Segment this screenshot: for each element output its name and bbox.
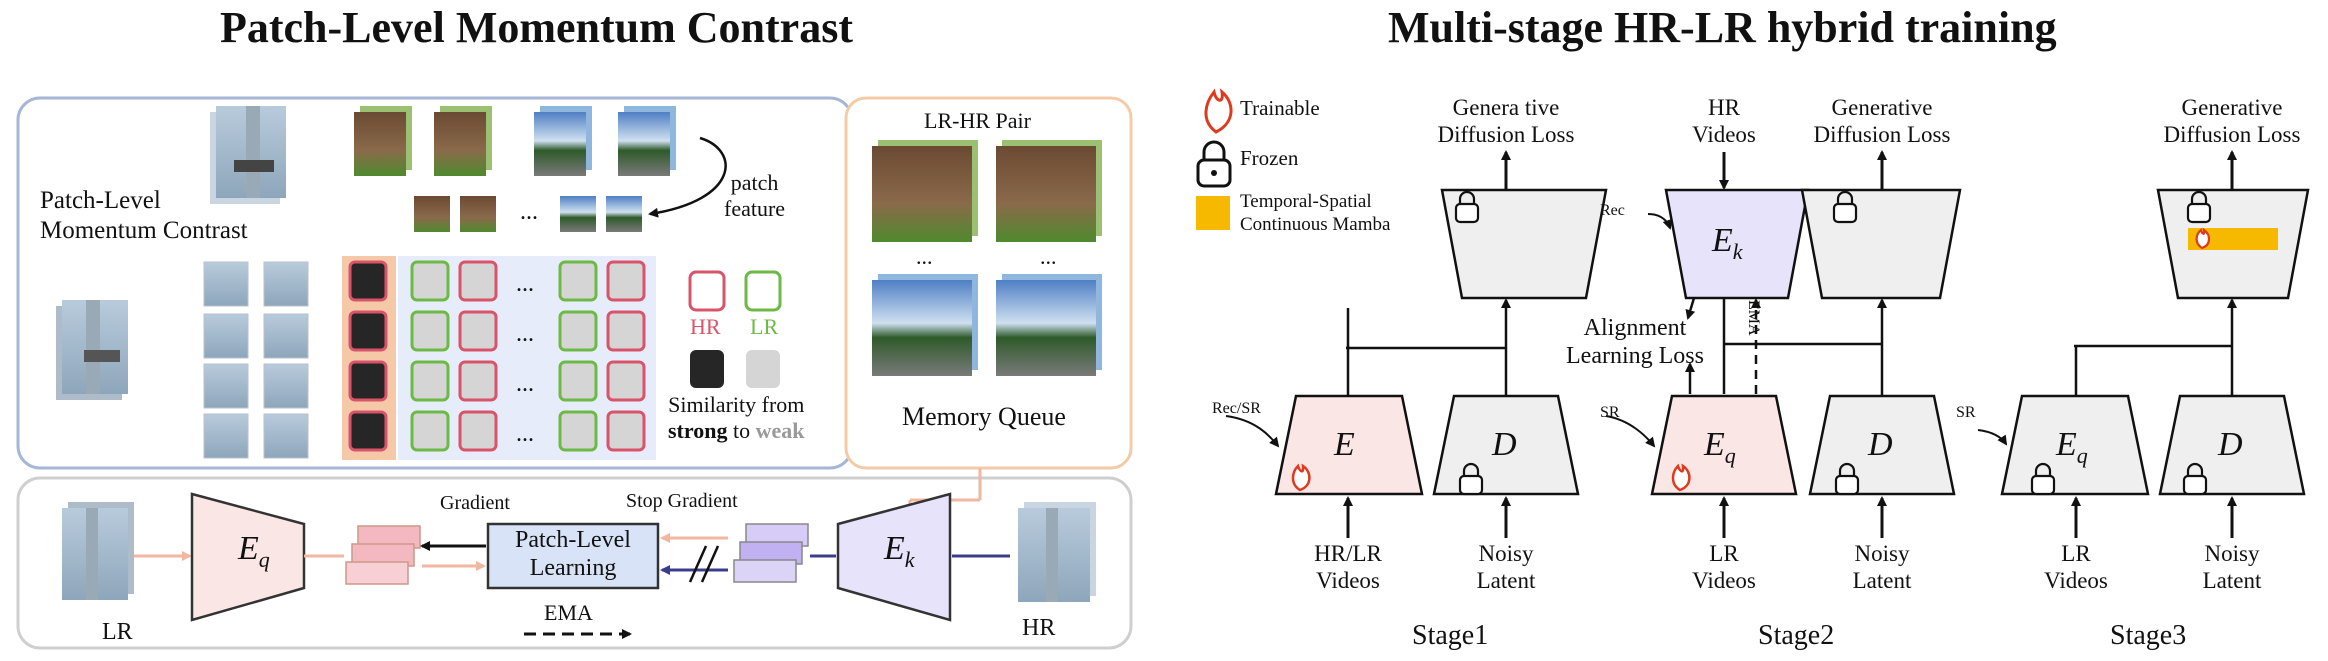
stage1-encoder-label: E <box>1334 426 1355 463</box>
stage2-ek-encoder <box>1664 188 1810 300</box>
stage1-cond-label: Rec/SR <box>1212 400 1261 417</box>
stage2-cond-label: SR <box>1600 404 1620 421</box>
lock-icon <box>2182 462 2208 496</box>
lock-icon <box>1458 462 1484 496</box>
memory-queue-images <box>872 140 1102 376</box>
ellipsis-mq: ... <box>916 244 933 269</box>
lr-image-left <box>56 300 128 400</box>
lock-icon <box>1834 462 1860 496</box>
stage2-input1: LR Videos <box>1692 541 1756 594</box>
ema-label: EMA <box>544 600 593 625</box>
eq-encoder-label: Eq <box>238 530 270 572</box>
memory-queue-label: Memory Queue <box>902 402 1066 431</box>
stage3-eq-encoder <box>2000 394 2150 496</box>
legend-mamba-label: Temporal-Spatial Continuous Mamba <box>1240 191 1391 236</box>
hr-image-bottom <box>1018 502 1096 602</box>
stage3-input1: LR Videos <box>2044 541 2108 594</box>
stage2-align-loss-label: Alignment Learning Loss <box>1566 315 1704 370</box>
stage1-decoder-top <box>1440 188 1608 300</box>
flame-icon <box>1671 463 1691 492</box>
ek-encoder-label: Ek <box>884 530 915 572</box>
stage2-name: Stage2 <box>1758 620 1835 651</box>
stage2-hr-input: HR Videos <box>1692 95 1756 148</box>
right-title: Multi-stage HR-LR hybrid training <box>1388 3 2057 52</box>
stage2-loss-label: Generative Diffusion Loss <box>1813 95 1951 148</box>
stage1-decoder <box>1432 394 1580 496</box>
patch-level-learning-box <box>486 522 660 590</box>
patch-feature-label: patch feature <box>724 170 786 221</box>
legend-lr-label: LR <box>750 314 779 339</box>
similarity-caption: Similarity from strong to weak <box>668 392 805 443</box>
stage1-encoder <box>1274 394 1424 496</box>
stage1-loss-label: Genera tive Diffusion Loss <box>1437 95 1575 148</box>
stage2-decoder-label: D <box>1868 426 1893 463</box>
flame-icon <box>1291 463 1311 492</box>
ellipsis-row: ... <box>516 321 534 347</box>
hr-caption: HR <box>1022 615 1056 641</box>
stage2-eq-label: Eq <box>1704 426 1736 468</box>
ellipsis-mq: ... <box>1040 244 1057 269</box>
lock-icon <box>1454 190 1480 224</box>
stage3-loss-label: Generative Diffusion Loss <box>2163 95 2301 148</box>
lr-feature-stack <box>345 525 421 585</box>
patch-thumbnails <box>414 196 642 232</box>
stage3-input2: Noisy Latent <box>2202 541 2262 594</box>
legend-weak-box <box>746 350 780 388</box>
stage2-rec-label: Rec <box>1600 202 1625 219</box>
ek-encoder-shape <box>836 492 952 622</box>
stage3-decoder-label: D <box>2218 426 2243 463</box>
weak-cells <box>410 260 646 452</box>
patch-level-learning-label: Patch-Level Learning <box>515 527 631 582</box>
mamba-legend-swatch <box>1196 196 1230 230</box>
stage2-input2: Noisy Latent <box>1852 541 1912 594</box>
eq-encoder-shape <box>190 492 306 622</box>
legend-strong-box <box>690 350 724 388</box>
left-title: Patch-Level Momentum Contrast <box>220 3 853 52</box>
ellipsis-top: ... <box>520 199 538 225</box>
stage2-decoder-top <box>1800 188 1962 300</box>
stop-gradient-mark <box>688 545 708 583</box>
stage3-cond-label: SR <box>1956 404 1976 421</box>
legend-trainable-label: Trainable <box>1240 96 1320 120</box>
lock-icon-legend <box>1196 140 1232 188</box>
ellipsis-row: ... <box>516 271 534 297</box>
strong-cells <box>348 260 388 452</box>
stage2-decoder <box>1808 394 1956 496</box>
stage2-ema-label: EMA <box>1745 300 1762 336</box>
hr-image-top <box>210 106 286 204</box>
flame-icon-legend <box>1204 88 1233 134</box>
lr-hr-pair-label: LR-HR Pair <box>924 108 1031 133</box>
legend-frozen-label: Frozen <box>1240 146 1299 170</box>
stage1-input1: HR/LR Videos <box>1314 541 1382 594</box>
stage1-input2: Noisy Latent <box>1476 541 1536 594</box>
stop-gradient-label: Stop Gradient <box>626 490 738 512</box>
patch-column-left <box>203 261 309 459</box>
lot-images-top <box>534 106 676 176</box>
patch-feature-arrow <box>648 136 727 218</box>
stage3-decoder <box>2158 394 2306 496</box>
lock-icon <box>2030 462 2056 496</box>
house-images-top <box>354 106 492 176</box>
flame-icon <box>2195 227 2211 250</box>
ellipsis-row: ... <box>516 371 534 397</box>
lock-icon <box>1832 190 1858 224</box>
legend-hr-box <box>688 270 726 312</box>
lock-icon <box>2186 190 2212 224</box>
stage1-name: Stage1 <box>1412 620 1489 651</box>
stage2-ek-label: Ek <box>1712 222 1743 264</box>
stage3-eq-label: Eq <box>2056 426 2088 468</box>
stage3-mamba-block <box>2188 228 2278 250</box>
gradient-label: Gradient <box>440 492 510 514</box>
legend-hr-label: HR <box>690 314 721 339</box>
hr-feature-stack <box>733 523 809 583</box>
stage1-decoder-label: D <box>1492 426 1517 463</box>
ellipsis-row: ... <box>516 421 534 447</box>
stage3-name: Stage3 <box>2110 620 2187 651</box>
lr-image-bottom <box>62 502 134 600</box>
legend-lr-box <box>744 270 782 312</box>
patch-contrast-label: Patch-Level Momentum Contrast <box>40 187 248 244</box>
lr-caption: LR <box>102 619 133 645</box>
